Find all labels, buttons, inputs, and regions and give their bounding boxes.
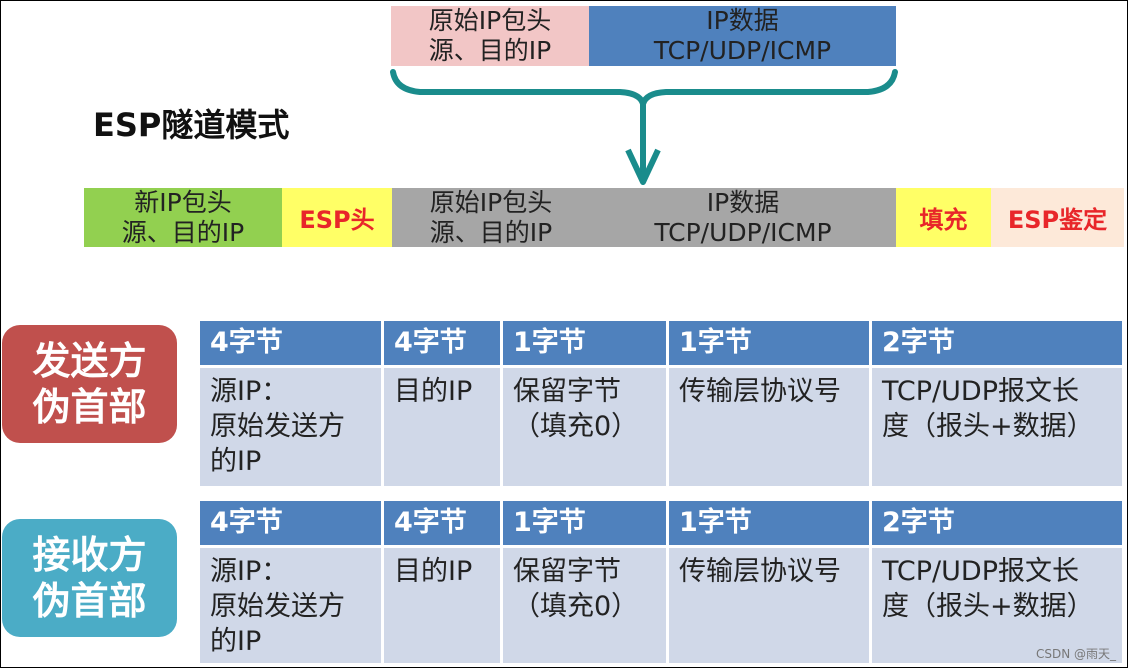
top-ip-data: IP数据 TCP/UDP/ICMP — [589, 6, 896, 66]
receiver-cell: 传输层协议号 — [669, 548, 869, 663]
watermark: CSDN @雨天_ — [1035, 647, 1116, 661]
sender-cell: 传输层协议号 — [669, 368, 869, 486]
esp-orig-header-line2: 源、目的IP — [429, 217, 553, 247]
top-orig-header-line2: 源、目的IP — [428, 36, 552, 65]
diagram-title: ESP隧道模式 — [93, 106, 290, 144]
receiver-header-cell: 1字节 — [503, 501, 666, 545]
new-header-line1: 新IP包头 — [134, 187, 232, 217]
esp-ip-data: IP数据 TCP/UDP/ICMP — [590, 188, 896, 247]
esp-padding-label: 填充 — [919, 206, 968, 234]
receiver-header-cell: 1字节 — [669, 501, 869, 545]
sender-header-cell: 4字节 — [200, 321, 381, 365]
esp-auth: ESP鉴定 — [991, 188, 1124, 247]
new-ip-header: 新IP包头 源、目的IP — [84, 188, 282, 247]
sender-header-cell: 2字节 — [872, 321, 1122, 365]
curly-brace — [390, 69, 898, 116]
new-header-line2: 源、目的IP — [121, 217, 245, 247]
receiver-cell: 目的IP — [384, 548, 500, 663]
esp-orig-ip-header: 原始IP包头 源、目的IP — [392, 188, 590, 247]
sender-cell: TCP/UDP报文长 度（报头+数据） — [872, 368, 1122, 486]
arrow-head — [625, 148, 661, 185]
sender-cell: 目的IP — [384, 368, 500, 486]
receiver-cell: 源IP： 原始发送方 的IP — [200, 548, 381, 663]
receiver-header-cell: 4字节 — [384, 501, 500, 545]
sender-cell: 保留字节 （填充0） — [503, 368, 666, 486]
top-orig-ip-header: 原始IP包头 源、目的IP — [391, 6, 589, 66]
esp-ip-data-line1: IP数据 — [706, 187, 780, 217]
esp-header-label: ESP头 — [299, 206, 375, 234]
esp-ip-data-line2: TCP/UDP/ICMP — [654, 217, 832, 247]
sender-header-cell: 1字节 — [669, 321, 869, 365]
receiver-pseudo-header-label: 接收方 伪首部 — [2, 519, 177, 637]
top-orig-header-line1: 原始IP包头 — [428, 6, 552, 35]
receiver-cell: TCP/UDP报文长 度（报头+数据） — [872, 548, 1122, 663]
esp-auth-label: ESP鉴定 — [1007, 206, 1108, 234]
top-ip-data-line1: IP数据 — [706, 6, 779, 35]
receiver-header-cell: 4字节 — [200, 501, 381, 545]
receiver-label-line1: 接收方 — [32, 533, 147, 577]
top-ip-data-line2: TCP/UDP/ICMP — [653, 36, 832, 65]
esp-header: ESP头 — [282, 188, 392, 247]
esp-padding: 填充 — [896, 188, 991, 247]
sender-header-row: 4字节 4字节 1字节 1字节 2字节 — [200, 321, 1122, 365]
sender-label-line1: 发送方 — [32, 339, 147, 383]
sender-cell: 源IP： 原始发送方 的IP — [200, 368, 381, 486]
receiver-label-line2: 伪首部 — [32, 579, 147, 623]
receiver-body-row: 源IP： 原始发送方 的IP 目的IP 保留字节 （填充0） 传输层协议号 TC… — [200, 548, 1122, 663]
receiver-table: 4字节 4字节 1字节 1字节 2字节 源IP： 原始发送方 的IP 目的IP … — [197, 498, 1125, 666]
receiver-cell: 保留字节 （填充0） — [503, 548, 666, 663]
sender-label-line2: 伪首部 — [32, 385, 147, 429]
sender-body-row: 源IP： 原始发送方 的IP 目的IP 保留字节 （填充0） 传输层协议号 TC… — [200, 368, 1122, 486]
esp-orig-header-line1: 原始IP包头 — [429, 187, 553, 217]
sender-header-cell: 1字节 — [503, 321, 666, 365]
sender-header-cell: 4字节 — [384, 321, 500, 365]
receiver-header-row: 4字节 4字节 1字节 1字节 2字节 — [200, 501, 1122, 545]
sender-table: 4字节 4字节 1字节 1字节 2字节 源IP： 原始发送方 的IP 目的IP … — [197, 318, 1125, 489]
receiver-header-cell: 2字节 — [872, 501, 1122, 545]
brace-arrow-icon — [390, 69, 898, 185]
sender-pseudo-header-label: 发送方 伪首部 — [2, 325, 177, 443]
